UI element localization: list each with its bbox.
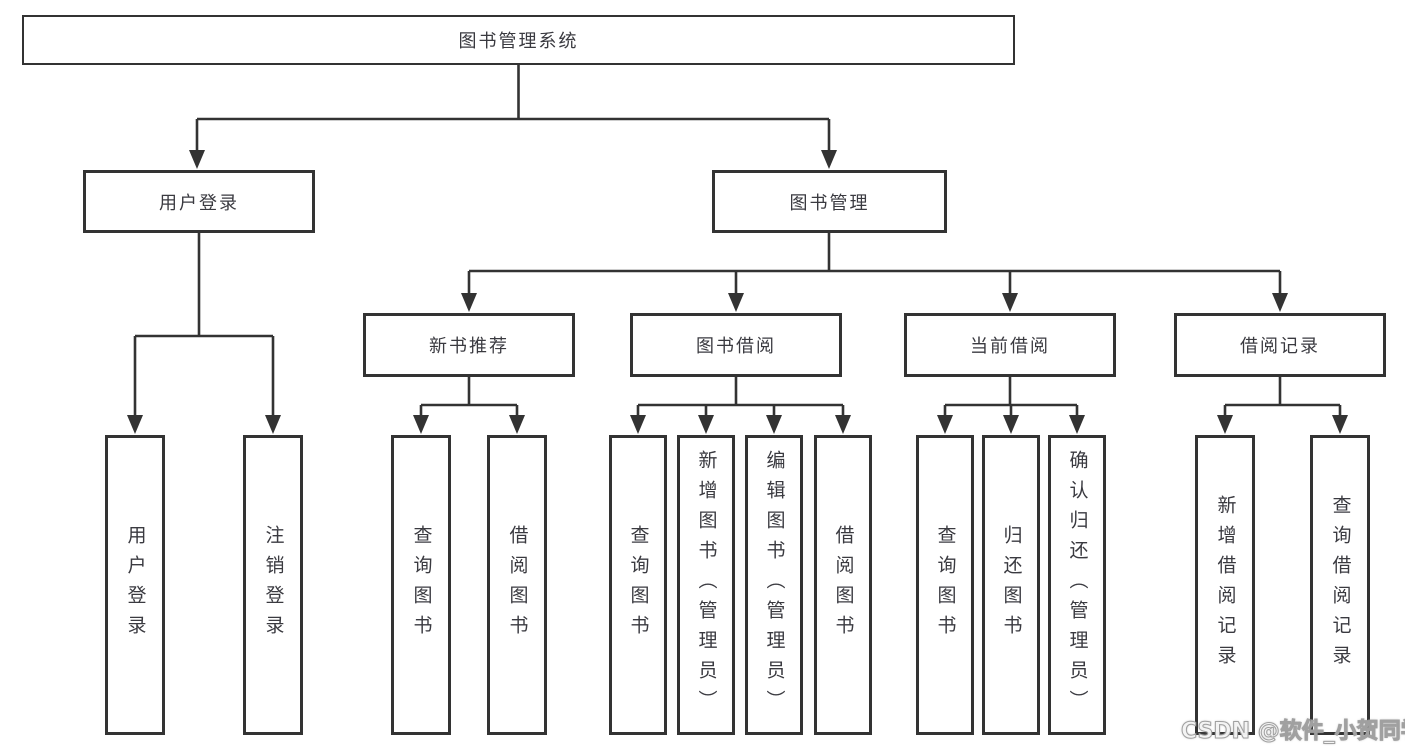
arrowhead-down-icon <box>821 150 837 169</box>
node-leaf-return-books: 归还图书 <box>982 435 1040 735</box>
arrowhead-down-icon <box>728 293 744 312</box>
node-label: 借阅图书 <box>832 525 855 645</box>
node-label: 借阅图书 <box>506 525 529 645</box>
node-label: 查询图书 <box>410 525 433 645</box>
connector-book-borrowing <box>630 377 851 434</box>
node-label: 归还图书 <box>1000 525 1023 645</box>
node-label: 借阅记录 <box>1240 336 1320 357</box>
node-borrowing-records: 借阅记录 <box>1174 313 1386 377</box>
node-label: 用户登录 <box>124 525 147 645</box>
connector-new-book-recommend <box>413 377 525 434</box>
node-leaf-query-books-borrowing: 查询图书 <box>609 435 667 735</box>
node-leaf-query-books-current: 查询图书 <box>916 435 974 735</box>
node-leaf-add-books-admin: 新增图书（管理员） <box>677 435 735 735</box>
arrowhead-down-icon <box>1272 293 1288 312</box>
arrowhead-down-icon <box>835 415 851 434</box>
arrowhead-down-icon <box>1069 415 1085 434</box>
csdn-watermark: CSDN @软件_小贺同学 <box>1181 719 1405 745</box>
node-leaf-edit-books-admin: 编辑图书（管理员） <box>745 435 803 735</box>
connector-current-borrowing <box>937 377 1085 434</box>
arrowhead-down-icon <box>630 415 646 434</box>
node-label: 查询图书 <box>627 525 650 645</box>
node-book-management-system: 图书管理系统 <box>22 15 1015 65</box>
node-leaf-logout: 注销登录 <box>243 435 303 735</box>
arrowhead-down-icon <box>1217 415 1233 434</box>
connector-user-login <box>127 233 281 434</box>
node-label: 图书管理系统 <box>458 31 579 52</box>
node-label: 新书推荐 <box>429 336 509 357</box>
node-leaf-query-books-recommend: 查询图书 <box>391 435 451 735</box>
node-leaf-add-borrow-record: 新增借阅记录 <box>1195 435 1255 735</box>
node-label: 查询借阅记录 <box>1329 495 1352 675</box>
connector-book-management <box>461 233 1288 312</box>
node-leaf-query-borrow-record: 查询借阅记录 <box>1310 435 1370 735</box>
node-label: 查询图书 <box>934 525 957 645</box>
arrowhead-down-icon <box>189 150 205 169</box>
node-label: 确认归还（管理员） <box>1066 450 1089 720</box>
node-book-borrowing: 图书借阅 <box>630 313 842 377</box>
node-label: 用户登录 <box>159 192 239 214</box>
arrowhead-down-icon <box>413 415 429 434</box>
arrowhead-down-icon <box>265 415 281 434</box>
node-label: 新增图书（管理员） <box>695 450 718 720</box>
arrowhead-down-icon <box>698 415 714 434</box>
arrowhead-down-icon <box>1002 293 1018 312</box>
connector-root <box>189 65 837 169</box>
node-leaf-confirm-return-admin: 确认归还（管理员） <box>1048 435 1106 735</box>
node-label: 编辑图书（管理员） <box>763 450 786 720</box>
node-label: 图书借阅 <box>696 336 776 357</box>
connector-borrowing-records <box>1217 377 1348 434</box>
node-label: 图书管理 <box>789 192 870 214</box>
arrowhead-down-icon <box>766 415 782 434</box>
node-leaf-user-login: 用户登录 <box>105 435 165 735</box>
node-label: 当前借阅 <box>970 336 1050 357</box>
node-label: 注销登录 <box>262 525 285 645</box>
node-leaf-borrow-books-recommend: 借阅图书 <box>487 435 547 735</box>
node-label: 新增借阅记录 <box>1214 495 1237 675</box>
arrowhead-down-icon <box>937 415 953 434</box>
node-leaf-borrow-books: 借阅图书 <box>814 435 872 735</box>
arrowhead-down-icon <box>509 415 525 434</box>
arrowhead-down-icon <box>127 415 143 434</box>
node-current-borrowing: 当前借阅 <box>904 313 1116 377</box>
arrowhead-down-icon <box>461 293 477 312</box>
arrowhead-down-icon <box>1332 415 1348 434</box>
arrowhead-down-icon <box>1003 415 1019 434</box>
node-book-management-branch: 图书管理 <box>712 170 947 233</box>
node-new-book-recommend: 新书推荐 <box>363 313 575 377</box>
node-user-login-branch: 用户登录 <box>83 170 315 233</box>
